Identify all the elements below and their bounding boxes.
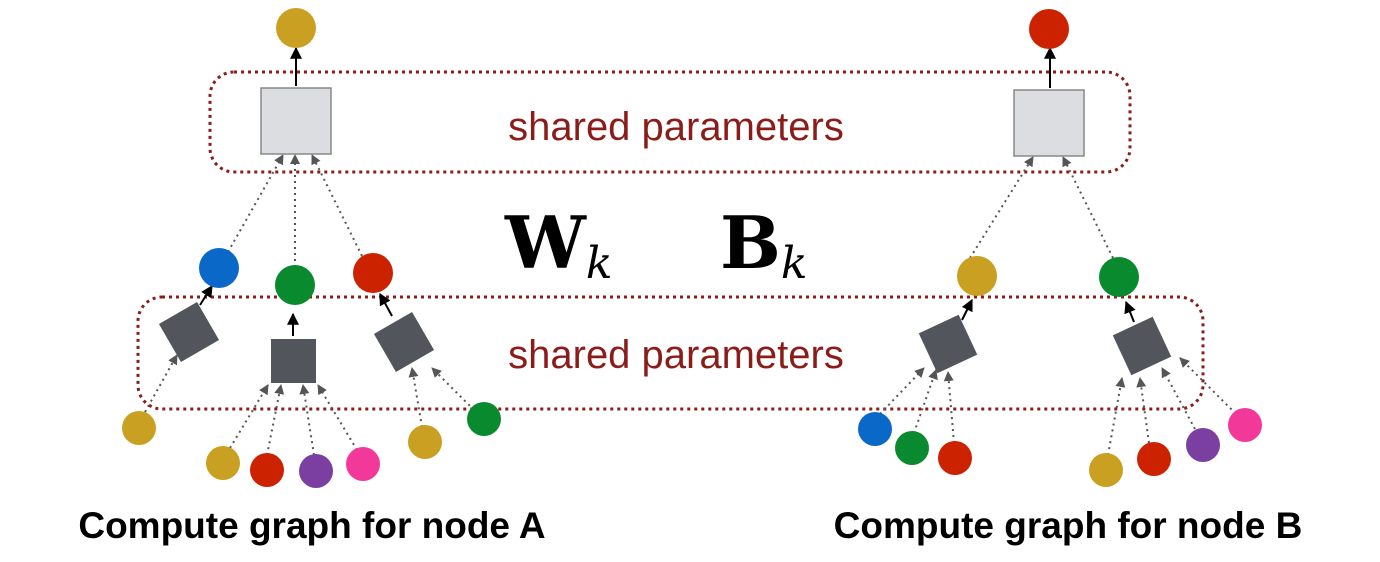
weight-symbol: W bbox=[504, 200, 587, 285]
bias-subscript: k bbox=[781, 238, 808, 289]
bias-symbol: B bbox=[720, 200, 781, 285]
node-a-leaf-gold-3-icon bbox=[408, 425, 442, 459]
bias-matrix-label: Bk bbox=[720, 200, 808, 289]
edge-b-leaf4 bbox=[1107, 377, 1126, 456]
shared-parameters-label-bottom: shared parameters bbox=[508, 333, 844, 377]
edge-a-leaf4 bbox=[299, 384, 315, 456]
edge-b-leaf2 bbox=[913, 369, 938, 434]
node-b-leaf-red-1-icon bbox=[938, 441, 972, 475]
aggregator-a-left-icon bbox=[158, 301, 220, 363]
shared-parameters-box-top bbox=[208, 70, 1132, 174]
weight-subscript: k bbox=[586, 238, 613, 289]
aggregator-a-right-icon bbox=[373, 311, 435, 373]
compute-graph-a bbox=[122, 8, 501, 488]
node-b-output-icon bbox=[1029, 9, 1069, 49]
node-b-mid-gold-icon bbox=[957, 256, 997, 296]
node-a-mid-red-icon bbox=[353, 253, 393, 293]
arrow-b-sq2 bbox=[1124, 300, 1136, 323]
weight-matrix-label: Wk bbox=[504, 200, 613, 289]
aggregator-a-top-icon bbox=[260, 87, 332, 155]
aggregator-b-right-icon bbox=[1112, 316, 1172, 376]
node-b-leaf-green-icon bbox=[895, 431, 929, 465]
node-a-leaf-green-icon bbox=[467, 402, 501, 436]
node-a-leaf-gold-1-icon bbox=[122, 411, 156, 445]
edge-a-mid-red bbox=[311, 154, 363, 257]
node-b-leaf-red-2-icon bbox=[1137, 442, 1171, 476]
edge-a-leaf6 bbox=[408, 367, 423, 428]
edge-b-leaf5 bbox=[1136, 377, 1150, 444]
aggregator-b-top-icon bbox=[1013, 89, 1085, 157]
node-b-leaf-blue-icon bbox=[858, 412, 892, 446]
node-b-leaf-purple-icon bbox=[1186, 428, 1220, 462]
edge-a-leaf5 bbox=[317, 384, 358, 451]
caption-node-a: Compute graph for node A bbox=[78, 505, 545, 546]
node-b-leaf-pink-icon bbox=[1228, 408, 1262, 442]
edge-b-mid-green bbox=[1062, 156, 1114, 259]
edge-a-leaf1 bbox=[144, 354, 178, 413]
node-a-output-icon bbox=[276, 8, 316, 48]
node-a-leaf-red-icon bbox=[250, 453, 284, 487]
arrow-b-sq1 bbox=[961, 298, 973, 321]
node-a-leaf-gold-2-icon bbox=[206, 446, 240, 480]
aggregator-b-left-icon bbox=[918, 314, 978, 374]
node-b-leaf-gold-icon bbox=[1089, 453, 1123, 487]
edge-a-leaf3 bbox=[266, 384, 285, 456]
edge-a-leaf7 bbox=[431, 367, 475, 411]
edge-b-leaf6 bbox=[1161, 367, 1196, 430]
shared-parameters-box-bottom bbox=[136, 295, 1205, 411]
caption-node-b: Compute graph for node B bbox=[834, 505, 1303, 546]
shared-parameters-label-top: shared parameters bbox=[508, 105, 844, 149]
node-a-leaf-purple-icon bbox=[299, 454, 333, 488]
edge-a-leaf2 bbox=[229, 384, 269, 449]
edge-a-mid-blue bbox=[227, 154, 284, 253]
arrow-a-sq3 bbox=[379, 292, 393, 317]
node-a-mid-blue-icon bbox=[199, 248, 239, 288]
node-b-mid-green-icon bbox=[1099, 257, 1139, 297]
compute-graph-b bbox=[858, 9, 1262, 487]
aggregator-a-center-icon bbox=[271, 339, 316, 383]
arrow-a-sq1 bbox=[199, 284, 213, 306]
edge-b-mid-gold bbox=[969, 156, 1034, 259]
node-a-leaf-pink-icon bbox=[346, 447, 380, 481]
edge-b-leaf7 bbox=[1179, 357, 1241, 419]
edge-b-leaf1 bbox=[879, 367, 925, 415]
node-a-mid-green-icon bbox=[275, 265, 315, 305]
